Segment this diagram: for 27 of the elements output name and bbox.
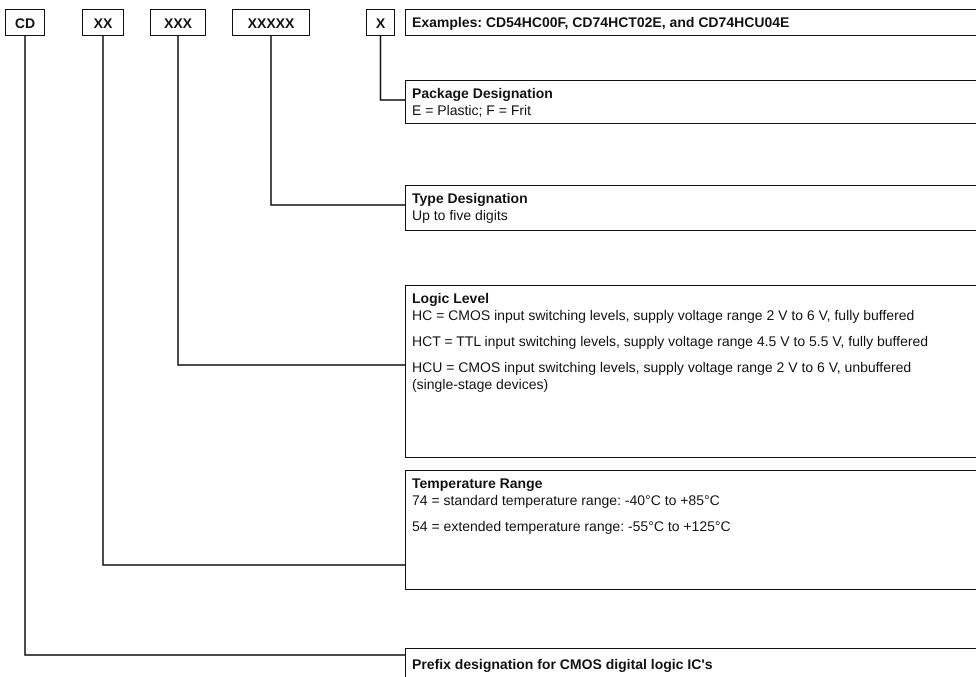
heading-text: Logic Level [412,290,490,307]
description-text: HC = CMOS input switching levels, supply voltage range 2 V to 6 V, fully buffered [412,307,916,324]
description-box [405,80,976,124]
description-text: HCT = TTL input switching levels, supply voltage range 4.5 V to 5.5 V, fully buffered [412,333,930,350]
code-field-box: XXX [150,9,206,36]
heading-box: Examples: CD54HC00F, CD74HCT02E, and CD74HCU04E [405,9,976,36]
description-box [405,470,976,590]
heading-text: Package Designation [412,85,554,102]
heading-box: Prefix designation for CMOS digital logic IC's [405,648,976,677]
description-text: E = Plastic; F = Frit [412,102,532,119]
heading-text: Temperature Range [412,475,544,492]
code-field-box: XXXXX [232,9,310,36]
description-box [405,285,976,458]
heading-text: Type Designation [412,190,529,207]
description-text: HCU = CMOS input switching levels, supply voltage range 2 V to 6 V, unbuffered (single-stage devices) [412,359,912,393]
description-text: 54 = extended temperature range: -55°C to +125°C [412,518,732,535]
leader-line [270,36,405,206]
leader-line [102,36,405,566]
description-box [405,185,976,231]
code-field-box: X [366,9,395,36]
leader-line [380,36,405,101]
code-field-box: XX [82,9,124,36]
leader-line [177,36,405,366]
description-text: Up to five digits [412,207,509,224]
code-field-box: CD [5,9,45,36]
description-text: 74 = standard temperature range: -40°C to +85°C [412,492,721,509]
leader-line [24,36,405,656]
